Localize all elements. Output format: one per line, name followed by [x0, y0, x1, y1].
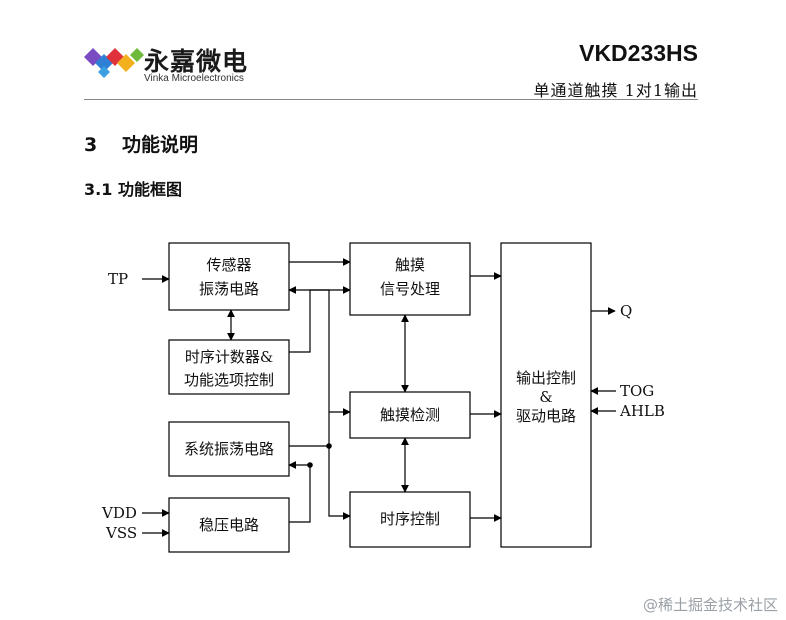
section-number: 3 — [84, 134, 98, 156]
company-name-cn: 永嘉微电 — [144, 47, 249, 76]
timing-block-label-1: 时序计数器& — [185, 348, 273, 366]
sysosc-block-label: 系统振荡电路 — [184, 440, 274, 458]
header-divider — [84, 99, 698, 100]
signal-block-label-1: 触摸 — [395, 256, 425, 274]
regulator-block — [168, 497, 290, 553]
output-block-label-1: 输出控制 — [516, 369, 576, 387]
output-driver-block — [500, 242, 592, 548]
pin-tp-label: TP — [108, 270, 128, 288]
system-oscillator-block — [168, 421, 290, 477]
company-logo-icon — [84, 48, 144, 78]
sensor-block-label-1: 传感器 — [206, 256, 251, 274]
subsection-title: 功能框图 — [118, 180, 183, 199]
sysosc-to-timectrl-arrow — [328, 446, 351, 520]
subsection-heading: 3.1 功能框图 — [84, 176, 182, 200]
pin-tog-label: TOG — [620, 382, 654, 400]
pin-vdd-label: VDD — [101, 504, 137, 522]
product-subtitle: 单通道触摸 1对1输出 — [533, 81, 698, 100]
regulator-to-sysosc-arrow — [288, 461, 311, 523]
signal-block-label-2: 信号处理 — [380, 280, 440, 298]
sensor-block-label-2: 振荡电路 — [199, 280, 259, 298]
junction-dot-sysosc — [326, 443, 332, 449]
timectrl-block-label: 时序控制 — [380, 510, 440, 528]
feedback-to-sensor-arrow — [288, 286, 330, 446]
junction-dot-regulator — [307, 462, 313, 468]
detect-block-label: 触摸检测 — [380, 406, 440, 424]
pin-vss-label: VSS — [105, 524, 137, 542]
pin-q-label: Q — [620, 302, 632, 320]
signal-processing-block — [349, 242, 471, 316]
output-block-label-2: & — [539, 388, 552, 406]
timing-to-signal-arrow — [289, 286, 351, 353]
section-title: 功能说明 — [122, 134, 199, 156]
pin-ahlb-label: AHLB — [619, 402, 665, 420]
company-name-en: Vinka Microelectronics — [144, 73, 244, 84]
timing-block-label-2: 功能选项控制 — [184, 371, 274, 389]
subsection-number: 3.1 — [84, 180, 113, 199]
regulator-block-label: 稳压电路 — [199, 516, 259, 534]
output-block-label-3: 驱动电路 — [516, 407, 576, 425]
watermark: @稀土掘金技术社区 — [642, 596, 778, 614]
model-number: VKD233HS — [579, 40, 698, 66]
section-heading: 3 功能说明 — [84, 130, 198, 157]
sensor-oscillator-block — [168, 242, 290, 311]
